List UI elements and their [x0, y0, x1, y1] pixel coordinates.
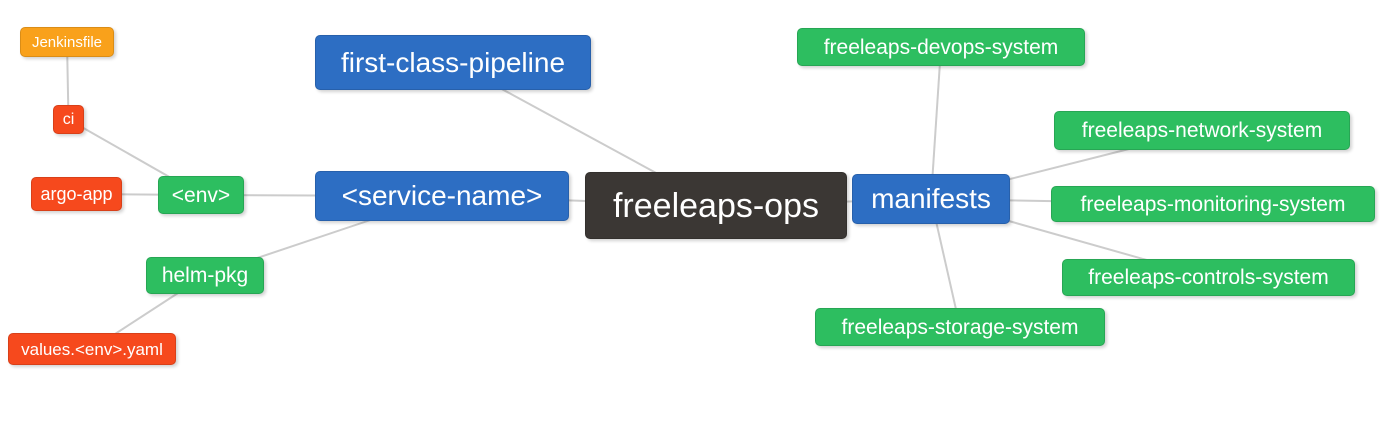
node-values-env-yaml[interactable]: values.<env>.yaml [8, 333, 176, 365]
edge-manifests--freeleaps-devops-system [930, 46, 942, 200]
node-argo-app[interactable]: argo-app [31, 177, 122, 211]
node-manifests[interactable]: manifests [852, 174, 1010, 224]
node-service-name[interactable]: <service-name> [315, 171, 569, 221]
node-jenkinsfile[interactable]: Jenkinsfile [20, 27, 114, 57]
node-freeleaps-network-system[interactable]: freeleaps-network-system [1054, 111, 1350, 150]
node-ci[interactable]: ci [53, 105, 84, 134]
node-freeleaps-devops-system[interactable]: freeleaps-devops-system [797, 28, 1085, 66]
node-freeleaps-storage-system[interactable]: freeleaps-storage-system [815, 308, 1105, 346]
node-helm-pkg[interactable]: helm-pkg [146, 257, 264, 294]
node-freeleaps-ops[interactable]: freeleaps-ops [585, 172, 847, 239]
node-freeleaps-monitoring-system[interactable]: freeleaps-monitoring-system [1051, 186, 1375, 222]
node-env[interactable]: <env> [158, 176, 244, 214]
node-freeleaps-controls-system[interactable]: freeleaps-controls-system [1062, 259, 1355, 296]
node-first-class-pipeline[interactable]: first-class-pipeline [315, 35, 591, 90]
